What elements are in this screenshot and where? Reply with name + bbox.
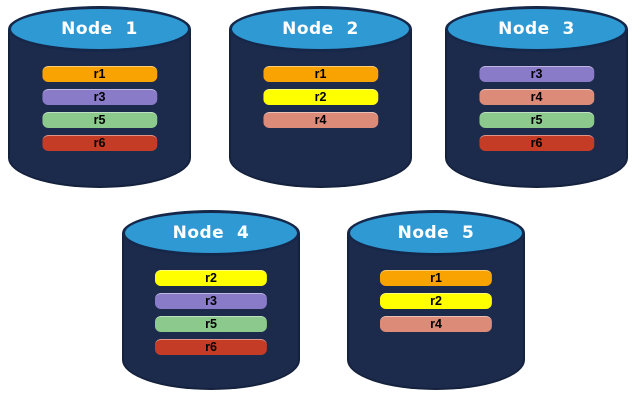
replica-label: r5 [205,317,217,332]
replica-label: r1 [314,67,327,82]
cylinder-body [445,29,628,188]
replica-list: r1 r2 r4 [262,66,379,128]
database-node-3: Node 3 r3 r4 r5 r6 [445,6,628,188]
node-label: Node 2 [282,19,359,39]
replica-bar-r6: r6 [41,135,158,151]
replica-list: r2 r3 r5 r6 [154,270,268,355]
replica-label: r3 [530,67,543,82]
replica-list: r3 r4 r5 r6 [478,66,595,151]
replica-label: r1 [93,67,106,82]
cylinder-top: Node 5 [347,210,525,256]
node-label: Node 3 [498,19,575,39]
cylinder-body [8,29,191,188]
replica-label: r5 [93,113,106,128]
replica-bar-r4: r4 [379,316,493,332]
cylinder-top: Node 3 [445,6,628,52]
replica-list: r1 r2 r4 [379,270,493,332]
replica-label: r2 [205,271,217,286]
node-label: Node 5 [397,223,475,243]
replica-label: r5 [530,113,543,128]
database-node-1: Node 1 r1 r3 r5 r6 [8,6,191,188]
replica-bar-r3: r3 [478,66,595,82]
cylinder-body [229,29,412,188]
replica-label: r2 [430,294,442,309]
replica-bar-r4: r4 [262,112,379,128]
database-node-2: Node 2 r1 r2 r4 [229,6,412,188]
replica-label: r6 [205,340,217,355]
replica-bar-r4: r4 [478,89,595,105]
cylinder-top: Node 2 [229,6,412,52]
replica-list: r1 r3 r5 r6 [41,66,158,151]
cylinder-body [122,233,300,390]
replica-label: r3 [205,294,217,309]
cylinder-top: Node 4 [122,210,300,256]
cylinder-body [347,233,525,390]
node-label: Node 1 [61,19,138,39]
replica-bar-r1: r1 [379,270,493,286]
replica-bar-r6: r6 [478,135,595,151]
replica-bar-r3: r3 [154,293,268,309]
replica-bar-r3: r3 [41,89,158,105]
replica-bar-r2: r2 [379,293,493,309]
database-node-4: Node 4 r2 r3 r5 r6 [122,210,300,390]
replica-bar-r6: r6 [154,339,268,355]
replica-label: r4 [314,113,327,128]
replica-bar-r1: r1 [262,66,379,82]
replica-bar-r5: r5 [41,112,158,128]
node-label: Node 4 [172,223,250,243]
replica-bar-r5: r5 [478,112,595,128]
replica-label: r2 [314,90,327,105]
replica-label: r6 [93,136,106,151]
replica-bar-r1: r1 [41,66,158,82]
replica-label: r1 [430,271,442,286]
database-node-5: Node 5 r1 r2 r4 [347,210,525,390]
replica-label: r6 [530,136,543,151]
replica-label: r4 [430,317,442,332]
replica-label: r4 [530,90,543,105]
replica-bar-r2: r2 [154,270,268,286]
cylinder-top: Node 1 [8,6,191,52]
replica-bar-r5: r5 [154,316,268,332]
replica-label: r3 [93,90,106,105]
replica-bar-r2: r2 [262,89,379,105]
